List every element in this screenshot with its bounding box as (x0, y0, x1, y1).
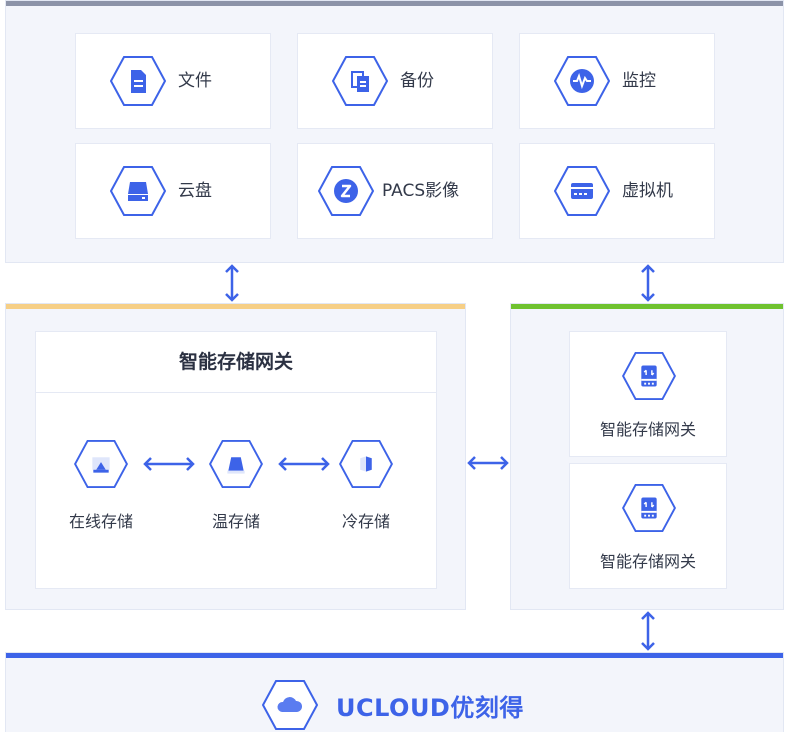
service-card-file[interactable]: 文件 (75, 33, 271, 129)
tier-cold[interactable]: 冷存储 (321, 440, 411, 532)
gateway-node-card[interactable]: 智能存储网关 (569, 331, 727, 457)
warm-storage-icon (209, 440, 263, 488)
backup-icon (332, 56, 388, 106)
gateway-panel: 智能存储网关 在线存储 温存储 (5, 303, 466, 610)
gateway-node-label: 智能存储网关 (599, 552, 696, 571)
tier-label: 冷存储 (341, 512, 390, 531)
services-panel: 文件 备份 监控 云盘 PACS影像 虚拟机 (5, 0, 784, 263)
arrow-nodes-cloud (641, 611, 655, 651)
service-card-pacs[interactable]: PACS影像 (297, 143, 493, 239)
online-storage-icon (74, 440, 128, 488)
gateway-device-icon (622, 352, 676, 400)
gateway-nodes-panel: 智能存储网关 智能存储网关 (510, 303, 784, 610)
arrow-warm-cold (278, 457, 330, 471)
brand: UCLOUD优刻得 (262, 680, 524, 730)
gateway-node-card[interactable]: 智能存储网关 (569, 463, 727, 589)
cloud-panel-bar (6, 653, 783, 658)
monitor-icon (554, 56, 610, 106)
gateway-title: 智能存储网关 (36, 332, 436, 393)
service-card-backup[interactable]: 备份 (297, 33, 493, 129)
service-label: 云盘 (178, 181, 212, 201)
cold-storage-icon (339, 440, 393, 488)
vm-icon (554, 166, 610, 216)
service-card-monitor[interactable]: 监控 (519, 33, 715, 129)
brand-name: UCLOUD优刻得 (336, 693, 524, 722)
arrow-online-warm (143, 457, 195, 471)
gateway-nodes-panel-bar (511, 304, 783, 309)
cloud-icon (262, 680, 318, 730)
services-panel-bar (6, 1, 783, 6)
service-card-vm[interactable]: 虚拟机 (519, 143, 715, 239)
tier-label: 温存储 (211, 512, 260, 531)
pacs-icon (318, 166, 374, 216)
arrow-services-nodes (641, 264, 655, 302)
gateway-device-icon (622, 484, 676, 532)
tier-online[interactable]: 在线存储 (56, 440, 146, 532)
service-card-cloud-disk[interactable]: 云盘 (75, 143, 271, 239)
gateway-card: 智能存储网关 在线存储 温存储 (35, 331, 437, 589)
gateway-panel-bar (6, 304, 465, 309)
arrow-gateway-nodes (467, 456, 509, 470)
service-label: 虚拟机 (622, 181, 673, 201)
tier-label: 在线存储 (68, 512, 133, 531)
service-label: 备份 (400, 71, 434, 91)
cloud-panel (5, 652, 784, 732)
arrow-services-gateway (225, 264, 239, 302)
file-icon (110, 56, 166, 106)
cloud-disk-icon (110, 166, 166, 216)
tier-warm[interactable]: 温存储 (191, 440, 281, 532)
gateway-node-label: 智能存储网关 (599, 420, 696, 439)
service-label: 监控 (622, 71, 656, 91)
service-label: 文件 (178, 71, 212, 91)
service-label: PACS影像 (382, 181, 460, 201)
